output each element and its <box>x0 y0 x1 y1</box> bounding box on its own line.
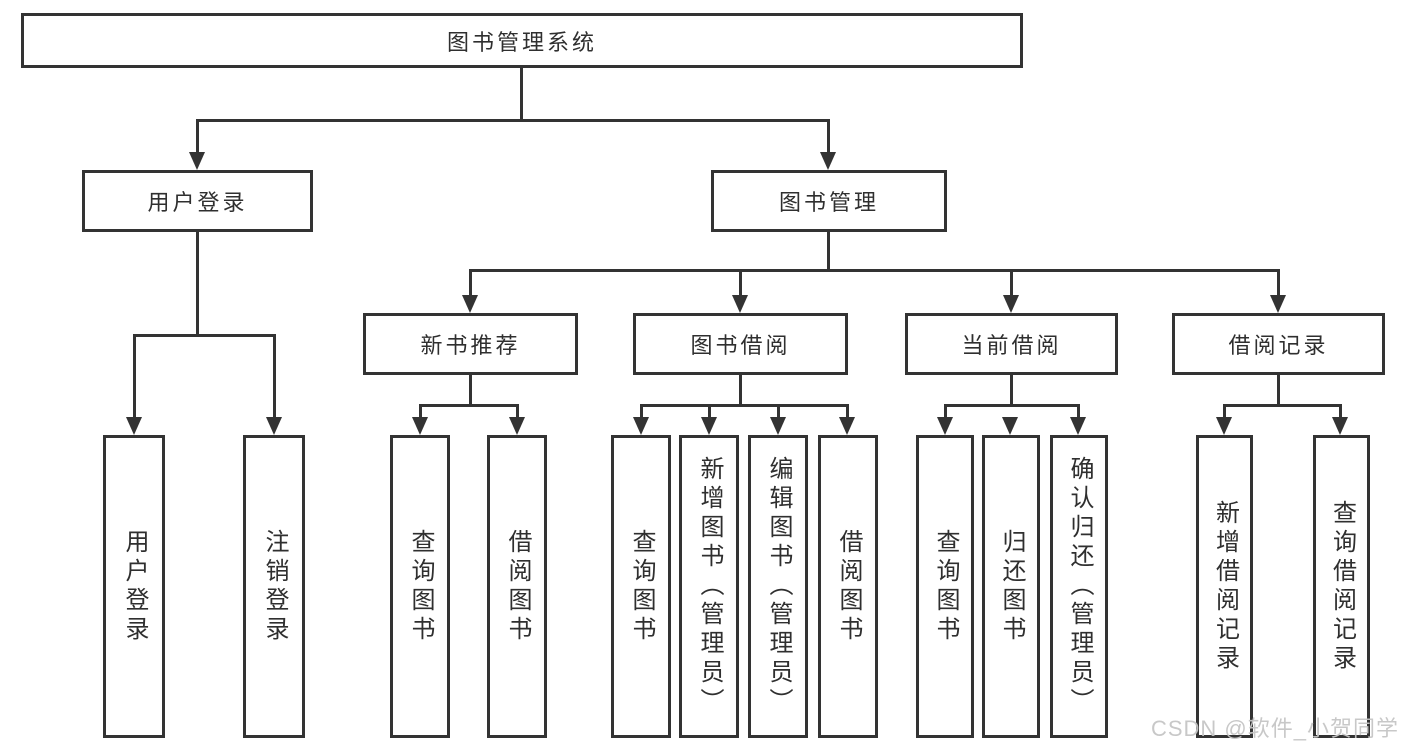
leaf-confirm-return-admin: 确认归还（管理员） <box>1050 435 1108 738</box>
connector-line <box>1339 404 1342 420</box>
connector-line <box>640 404 643 420</box>
connector-line <box>133 334 275 337</box>
arrow-down-icon <box>1270 295 1286 313</box>
connector-line <box>469 269 472 299</box>
leaf-label: 确认归还（管理员） <box>1066 456 1093 717</box>
connector-line <box>273 334 276 420</box>
leaf-return-books: 归还图书 <box>982 435 1040 738</box>
arrow-down-icon <box>770 417 786 435</box>
watermark: CSDN @软件_小贺同学 <box>1150 716 1399 741</box>
leaf-label: 编辑图书（管理员） <box>765 456 792 717</box>
leaf-label: 借阅图书 <box>835 528 862 645</box>
arrow-down-icon <box>820 152 836 170</box>
leaf-label: 查询图书 <box>932 528 959 645</box>
node-root: 图书管理系统 <box>21 13 1023 68</box>
connector-line <box>469 269 1279 272</box>
leaf-add-books-admin: 新增图书（管理员） <box>679 435 739 738</box>
arrow-down-icon <box>1216 417 1232 435</box>
connector-line <box>133 334 136 420</box>
leaf-label: 用户登录 <box>121 528 148 645</box>
arrow-down-icon <box>462 295 478 313</box>
connector-line <box>944 404 947 420</box>
arrow-down-icon <box>732 295 748 313</box>
leaf-query-books-current: 查询图书 <box>916 435 974 738</box>
arrow-down-icon <box>701 417 717 435</box>
arrow-down-icon <box>412 417 428 435</box>
connector-line <box>827 119 830 155</box>
arrow-down-icon <box>1003 295 1019 313</box>
node-current-borrow: 当前借阅 <box>905 313 1118 375</box>
connector-line <box>419 404 519 407</box>
node-book-borrow: 图书借阅 <box>633 313 848 375</box>
connector-line <box>1010 269 1013 299</box>
connector-line <box>196 119 830 122</box>
connector-line <box>827 232 830 272</box>
connector-line <box>1077 404 1080 420</box>
leaf-user-login: 用户登录 <box>103 435 165 738</box>
leaf-label: 注销登录 <box>261 528 288 645</box>
connector-line <box>1223 404 1342 407</box>
arrow-down-icon <box>189 152 205 170</box>
leaf-query-books-borrow: 查询图书 <box>611 435 671 738</box>
connector-line <box>777 404 780 420</box>
connector-line <box>708 404 711 420</box>
connector-line <box>1010 375 1013 407</box>
connector-line <box>520 68 523 122</box>
leaf-query-books-newrec: 查询图书 <box>390 435 450 738</box>
leaf-edit-books-admin: 编辑图书（管理员） <box>748 435 808 738</box>
leaf-logout: 注销登录 <box>243 435 305 738</box>
connector-line <box>516 404 519 420</box>
arrow-down-icon <box>937 417 953 435</box>
node-new-book-recommend: 新书推荐 <box>363 313 578 375</box>
arrow-down-icon <box>633 417 649 435</box>
leaf-label: 查询图书 <box>407 528 434 645</box>
connector-line <box>846 404 849 420</box>
arrow-down-icon <box>509 417 525 435</box>
leaf-add-borrow-record: 新增借阅记录 <box>1196 435 1253 738</box>
leaf-label: 借阅图书 <box>504 528 531 645</box>
arrow-down-icon <box>1332 417 1348 435</box>
leaf-borrow-books-borrow: 借阅图书 <box>818 435 878 738</box>
arrow-down-icon <box>1002 417 1018 435</box>
connector-line <box>419 404 422 420</box>
connector-line <box>1277 269 1280 299</box>
leaf-label: 归还图书 <box>998 528 1025 645</box>
arrow-down-icon <box>839 417 855 435</box>
connector-line <box>196 232 199 337</box>
node-book-management: 图书管理 <box>711 170 947 232</box>
leaf-query-borrow-record: 查询借阅记录 <box>1313 435 1370 738</box>
connector-line <box>944 404 1080 407</box>
arrow-down-icon <box>126 417 142 435</box>
leaf-label: 新增图书（管理员） <box>696 456 723 717</box>
connector-line <box>1223 404 1226 420</box>
leaf-label: 查询图书 <box>628 528 655 645</box>
node-user-login: 用户登录 <box>82 170 313 232</box>
arrow-down-icon <box>266 417 282 435</box>
arrow-down-icon <box>1070 417 1086 435</box>
connector-line <box>640 404 849 407</box>
connector-line <box>196 119 199 155</box>
connector-line <box>1277 375 1280 407</box>
node-borrow-records: 借阅记录 <box>1172 313 1385 375</box>
connector-line <box>739 375 742 407</box>
connector-line <box>469 375 472 407</box>
connector-line <box>739 269 742 299</box>
leaf-borrow-books-newrec: 借阅图书 <box>487 435 547 738</box>
leaf-label: 查询借阅记录 <box>1328 499 1356 674</box>
leaf-label: 新增借阅记录 <box>1211 499 1239 674</box>
